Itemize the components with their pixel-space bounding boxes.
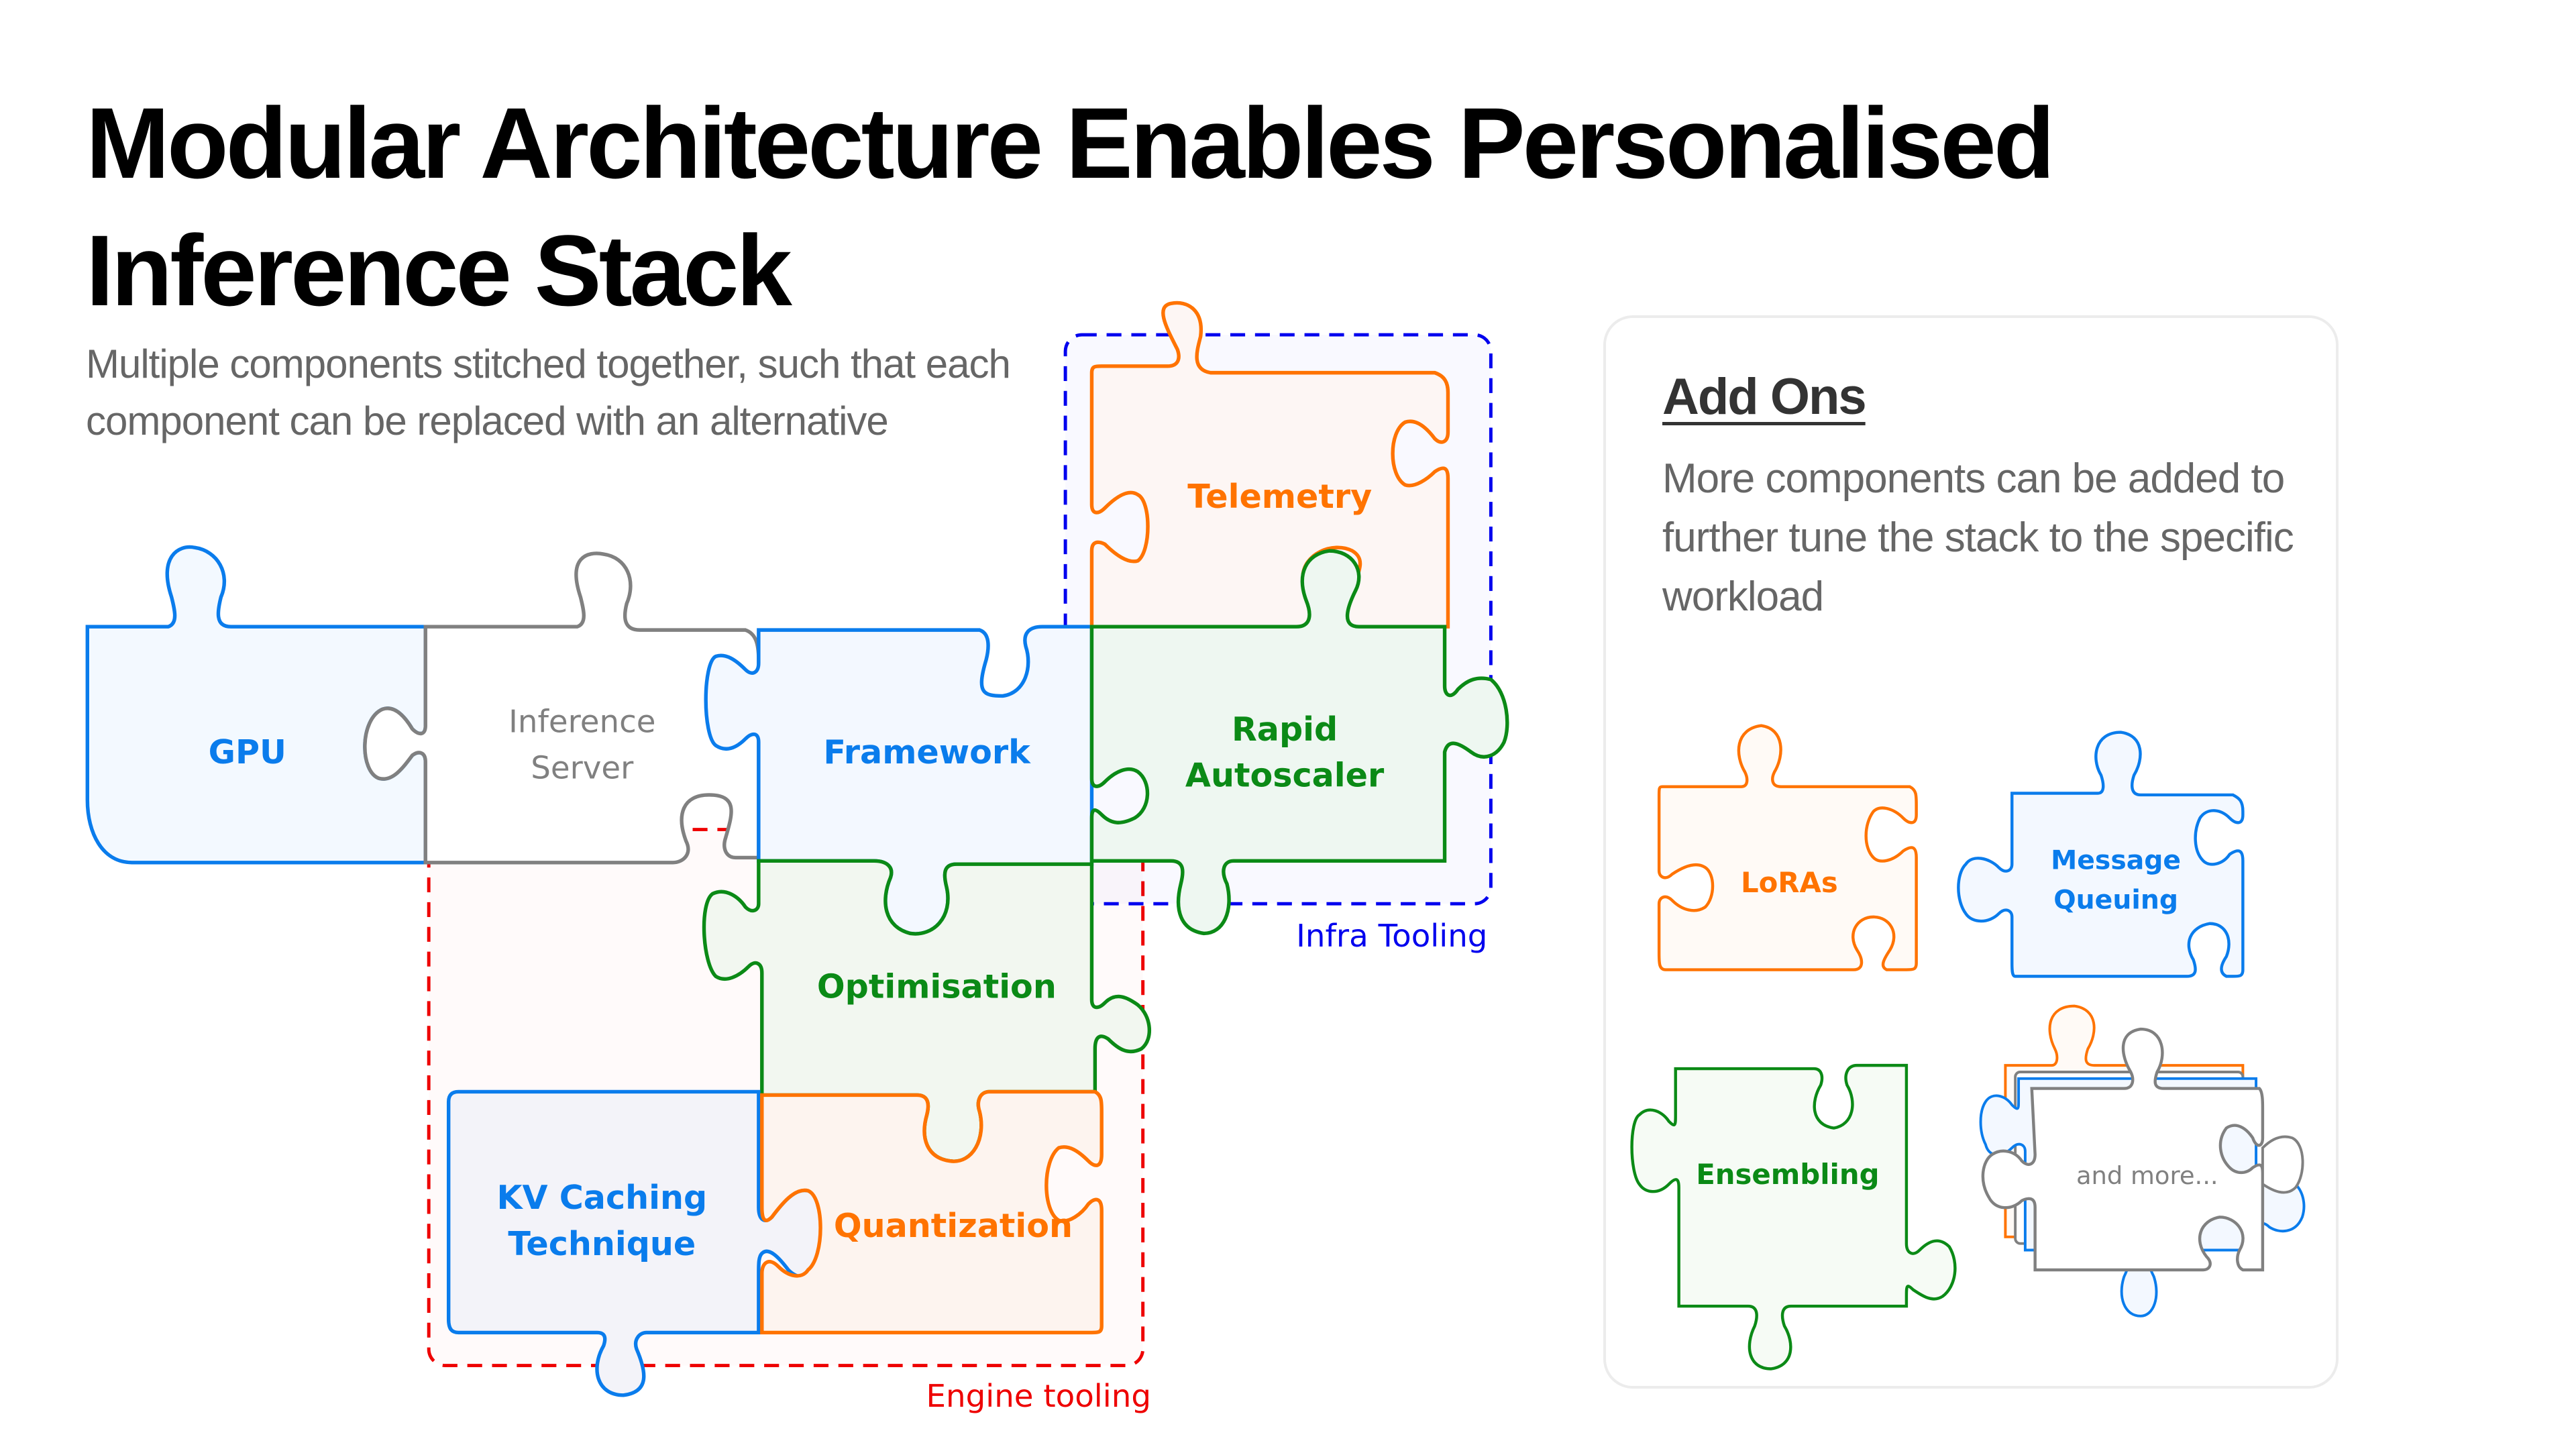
addon-label-ensembling: Ensembling: [1696, 1158, 1879, 1191]
stack-piece-gray-right: [2261, 1135, 2304, 1194]
label-framework: Framework: [823, 733, 1031, 771]
label-rapid-autoscaler-2: Autoscaler: [1185, 756, 1385, 795]
label-rapid-autoscaler-1: Rapid: [1232, 710, 1338, 749]
addon-piece-message-queuing[interactable]: [1957, 731, 2245, 978]
label-quantization: Quantization: [834, 1206, 1073, 1245]
puzzle-piece-rapid-autoscaler[interactable]: [1089, 549, 1509, 936]
puzzle-piece-gpu[interactable]: [85, 545, 427, 865]
addons-description: More components can be added to further …: [1662, 455, 2294, 620]
puzzle-piece-quantization[interactable]: [760, 1089, 1104, 1335]
puzzle-piece-telemetry[interactable]: [1089, 301, 1450, 629]
label-kv-caching-1: KV Caching: [496, 1178, 707, 1217]
label-kv-caching-2: Technique: [508, 1224, 696, 1263]
addon-label-message-queuing-1: Message: [2051, 845, 2181, 876]
label-telemetry: Telemetry: [1187, 477, 1372, 516]
label-inference-server-2: Server: [531, 750, 634, 786]
addon-stack-and-more[interactable]: and more...: [1979, 1004, 2306, 1318]
addon-label-loras: LoRAs: [1741, 866, 1838, 899]
puzzle-piece-inference-server[interactable]: [363, 551, 761, 865]
addons-title: Add Ons: [1662, 368, 1867, 425]
addon-piece-loras[interactable]: [1657, 724, 1918, 971]
label-inference-server-1: Inference: [508, 704, 655, 741]
engine-tooling-label: Engine tooling: [926, 1379, 1151, 1415]
page-title: Modular Architecture Enables Personalise…: [86, 87, 2055, 327]
label-optimisation: Optimisation: [817, 967, 1057, 1006]
addon-piece-ensembling[interactable]: [1630, 1063, 1957, 1371]
infra-tooling-group: [1063, 333, 1493, 906]
infra-tooling-label: Infra Tooling: [1296, 918, 1487, 955]
page-subtitle: Multiple components stitched together, s…: [86, 341, 1011, 443]
addon-label-and-more: and more...: [2076, 1161, 2218, 1190]
addon-label-message-queuing-2: Queuing: [2053, 885, 2178, 916]
label-gpu: GPU: [209, 733, 286, 771]
